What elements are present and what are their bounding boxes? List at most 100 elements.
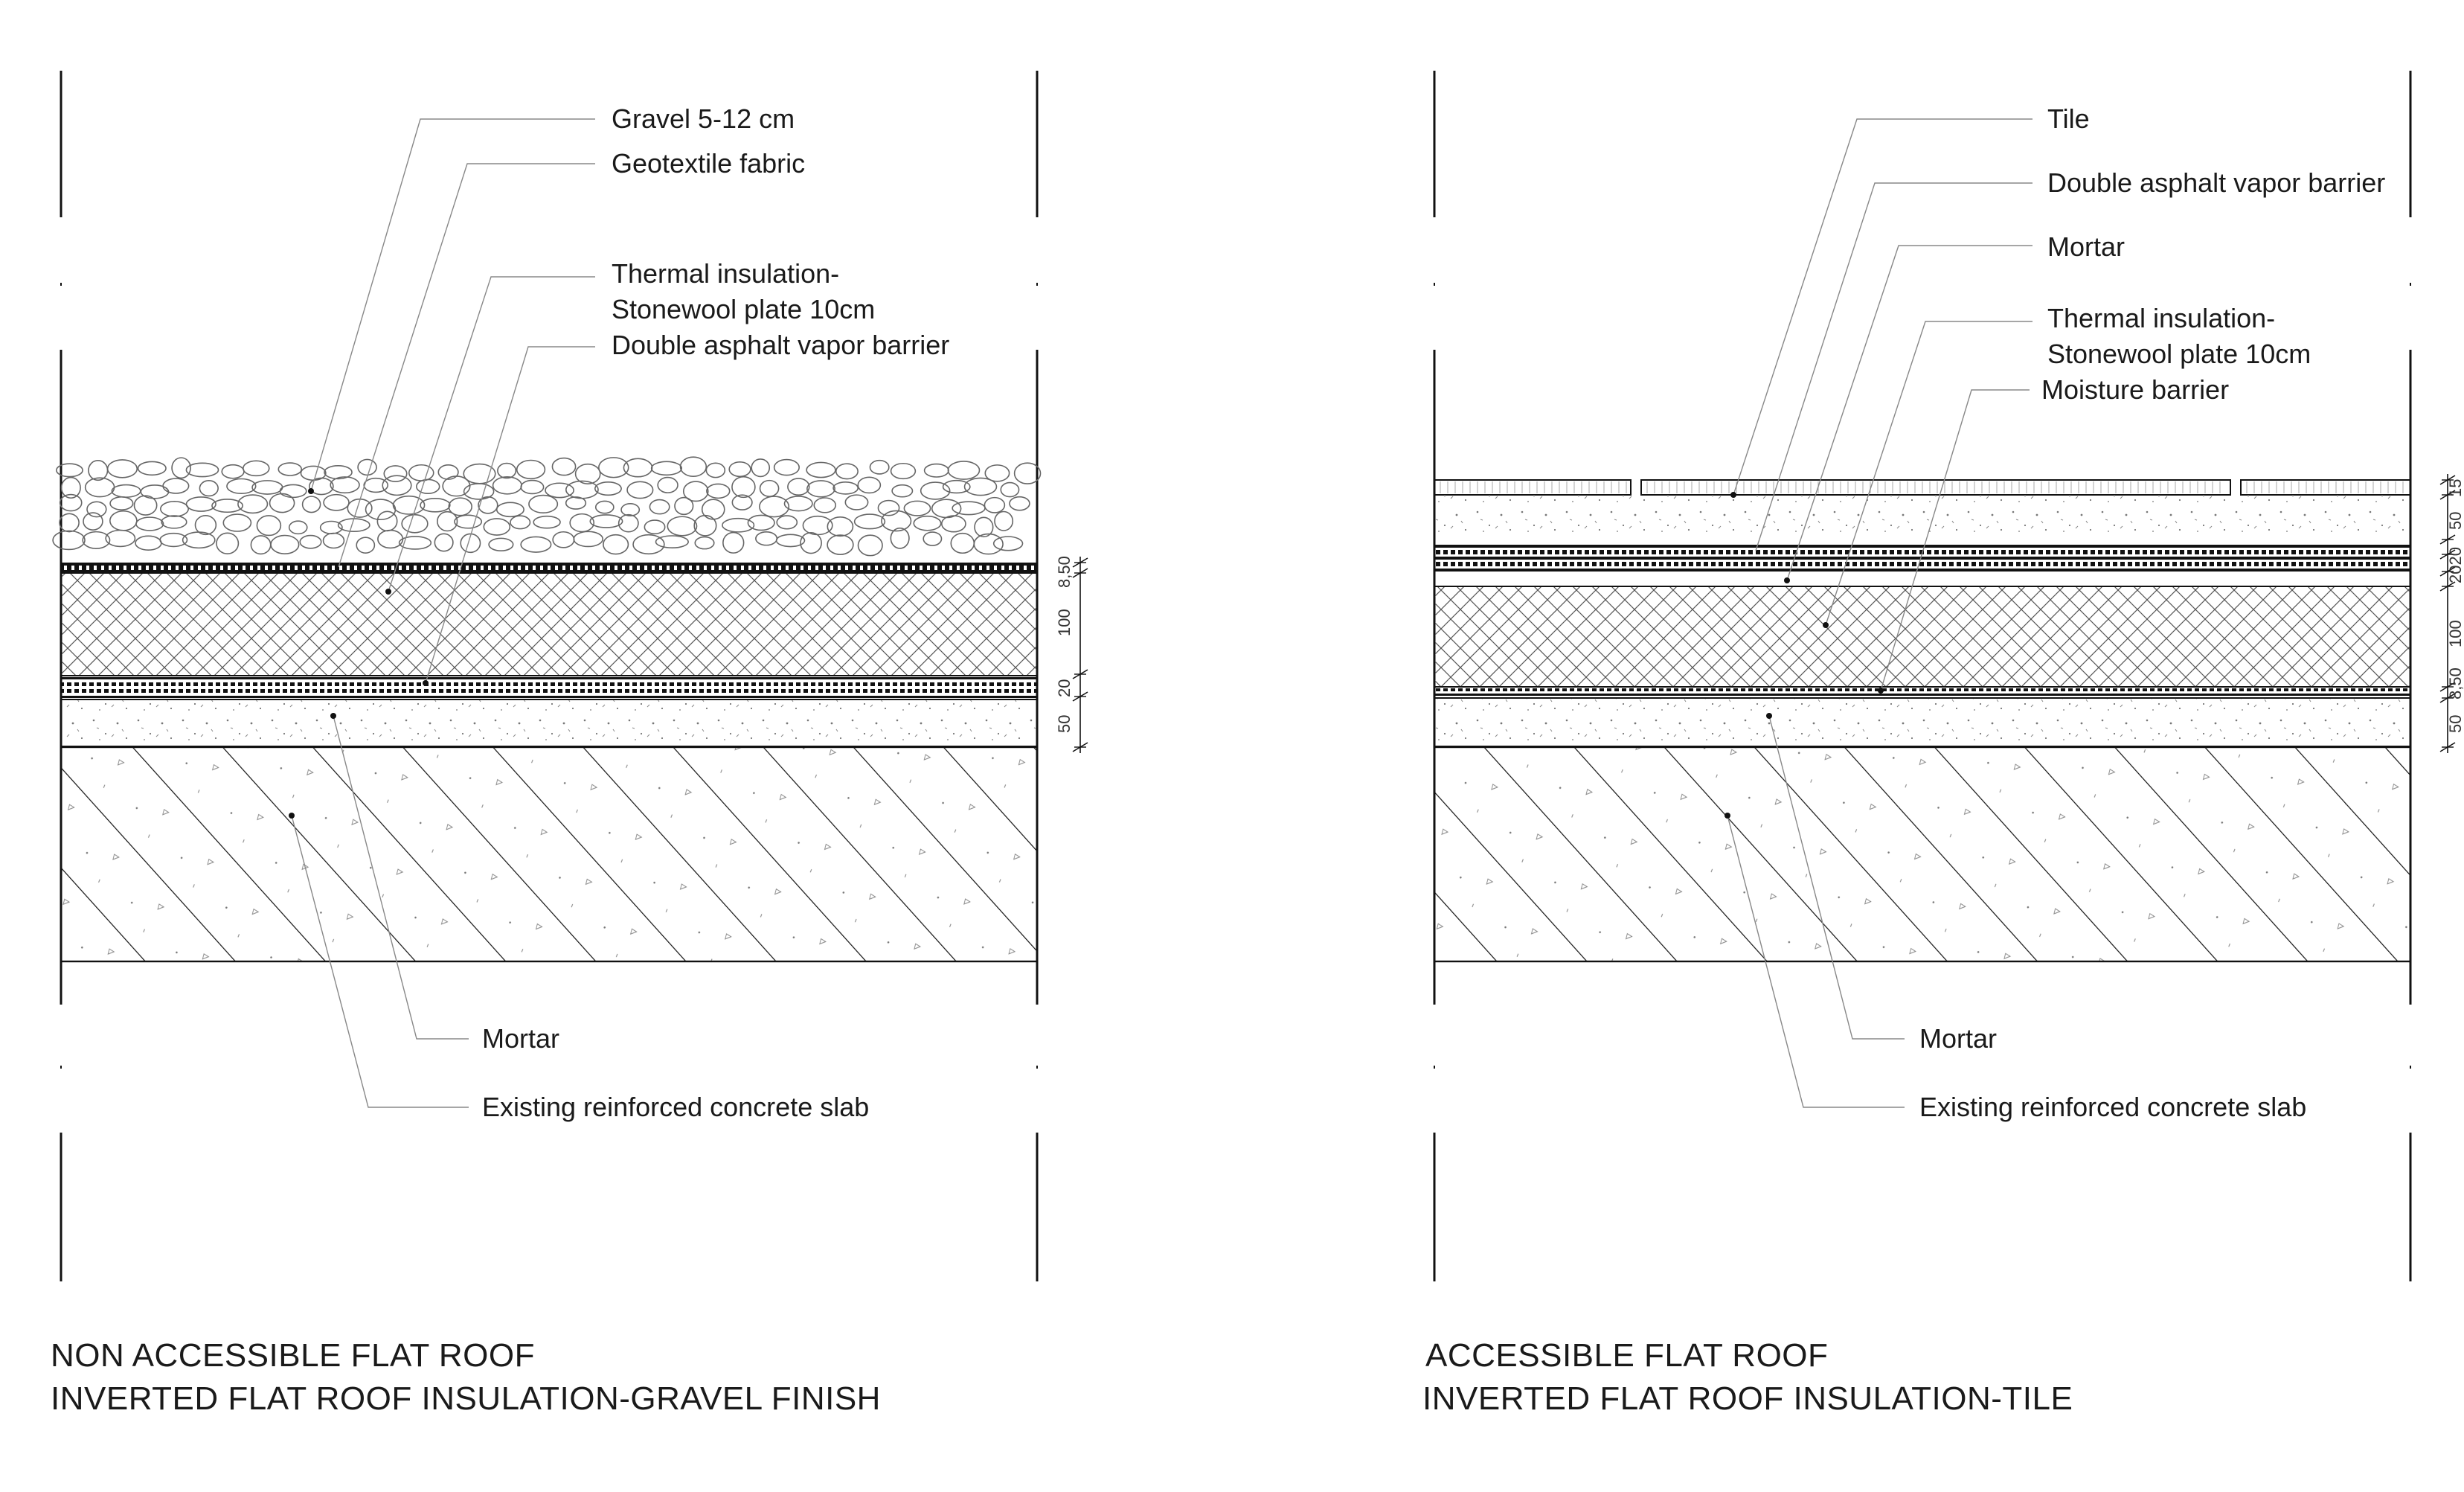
leader-slab-dot (289, 813, 295, 819)
pebble (1000, 481, 1020, 498)
pebble (137, 461, 167, 476)
pebble (728, 461, 751, 478)
pebble (270, 534, 300, 554)
pebble (783, 496, 813, 512)
pebble (337, 518, 370, 533)
pebble (632, 534, 665, 555)
pebble (392, 495, 426, 515)
pebble (279, 484, 307, 499)
pebble (620, 503, 641, 516)
pebble (657, 476, 678, 493)
pebble (552, 531, 575, 548)
leader-slab-dot (1725, 813, 1730, 819)
pebble (701, 499, 725, 520)
pebble (940, 515, 966, 533)
label-insulation-line1: Thermal insulation- (612, 258, 839, 289)
pebble (649, 499, 670, 515)
label-mortar: Mortar (482, 1023, 559, 1054)
leader-insulation (388, 276, 595, 592)
pebble (185, 462, 219, 478)
pebble (528, 494, 559, 514)
leader-gravel-dot (308, 488, 314, 494)
pebble (920, 481, 951, 500)
pebble (644, 519, 666, 535)
pebble (731, 494, 753, 510)
pebble (159, 532, 188, 548)
pebble (356, 537, 376, 554)
leader-vapor (1755, 182, 2033, 551)
pebble (950, 532, 975, 554)
label-gravel: Gravel 5-12 cm (612, 103, 795, 134)
pebble (533, 515, 561, 529)
pebble (722, 517, 755, 533)
pebble (832, 481, 859, 495)
pebble (185, 496, 216, 512)
pebble (377, 529, 404, 549)
label-geotextile: Geotextile fabric (612, 148, 805, 179)
pebble (984, 496, 1006, 513)
pebble (963, 477, 998, 496)
pebble (401, 513, 429, 534)
pebble (495, 502, 524, 518)
pebble (408, 464, 434, 481)
pebble (135, 516, 164, 531)
leader-insulation-dot (385, 589, 391, 595)
pebble (140, 484, 170, 499)
vapor-stripe-1 (61, 682, 1037, 686)
pebble (827, 534, 854, 555)
pebble (942, 479, 971, 494)
leader-mortar-top (1786, 245, 2033, 581)
tile-1 (1640, 479, 2231, 496)
pebble (682, 481, 709, 502)
pebble (376, 510, 398, 532)
pebble (488, 537, 514, 551)
geotextile-line-top (61, 563, 1037, 566)
pebble (835, 463, 859, 480)
pebble (437, 510, 458, 532)
pebble (877, 499, 900, 516)
gravel-layer (52, 456, 1042, 557)
title-line1: ACCESSIBLE FLAT ROOF (1425, 1337, 1828, 1374)
pebble (309, 477, 334, 496)
pebble (655, 535, 690, 548)
pebble (800, 532, 822, 554)
dim-mortar-top: 50 (2446, 512, 2464, 530)
pebble (806, 480, 835, 498)
pebble (706, 483, 731, 499)
pebble (679, 456, 708, 477)
pebble (454, 514, 483, 529)
pebble (693, 514, 717, 537)
pebble (357, 458, 377, 476)
leader-geotextile (338, 163, 595, 568)
vapor-line-2 (61, 696, 1037, 698)
pebble (250, 535, 272, 555)
pebble (994, 510, 1014, 531)
pebble (674, 496, 694, 516)
pebble (775, 534, 806, 548)
pebble (478, 496, 498, 514)
vapor-line-1 (61, 677, 1037, 679)
pebble (520, 536, 552, 553)
pebble (881, 510, 912, 532)
pebble (237, 494, 269, 514)
pebble (483, 518, 511, 536)
pebble (722, 531, 745, 554)
pebble (161, 515, 187, 529)
pebble (52, 530, 86, 551)
pebble (773, 458, 800, 476)
label-mortar: Mortar (1919, 1023, 1997, 1054)
pebble (111, 484, 141, 498)
pebble (415, 478, 440, 494)
pebble (322, 532, 345, 549)
pebble (869, 459, 890, 475)
pebble (1013, 462, 1042, 484)
label-concrete-slab: Existing reinforced concrete slab (1919, 1092, 2306, 1122)
pebble (398, 536, 432, 550)
pebble (277, 462, 303, 476)
pebble (463, 483, 495, 500)
pebble (256, 515, 282, 537)
pebble (243, 460, 270, 477)
pebble (159, 500, 190, 517)
pebble (984, 464, 1010, 482)
pebble (299, 534, 322, 549)
